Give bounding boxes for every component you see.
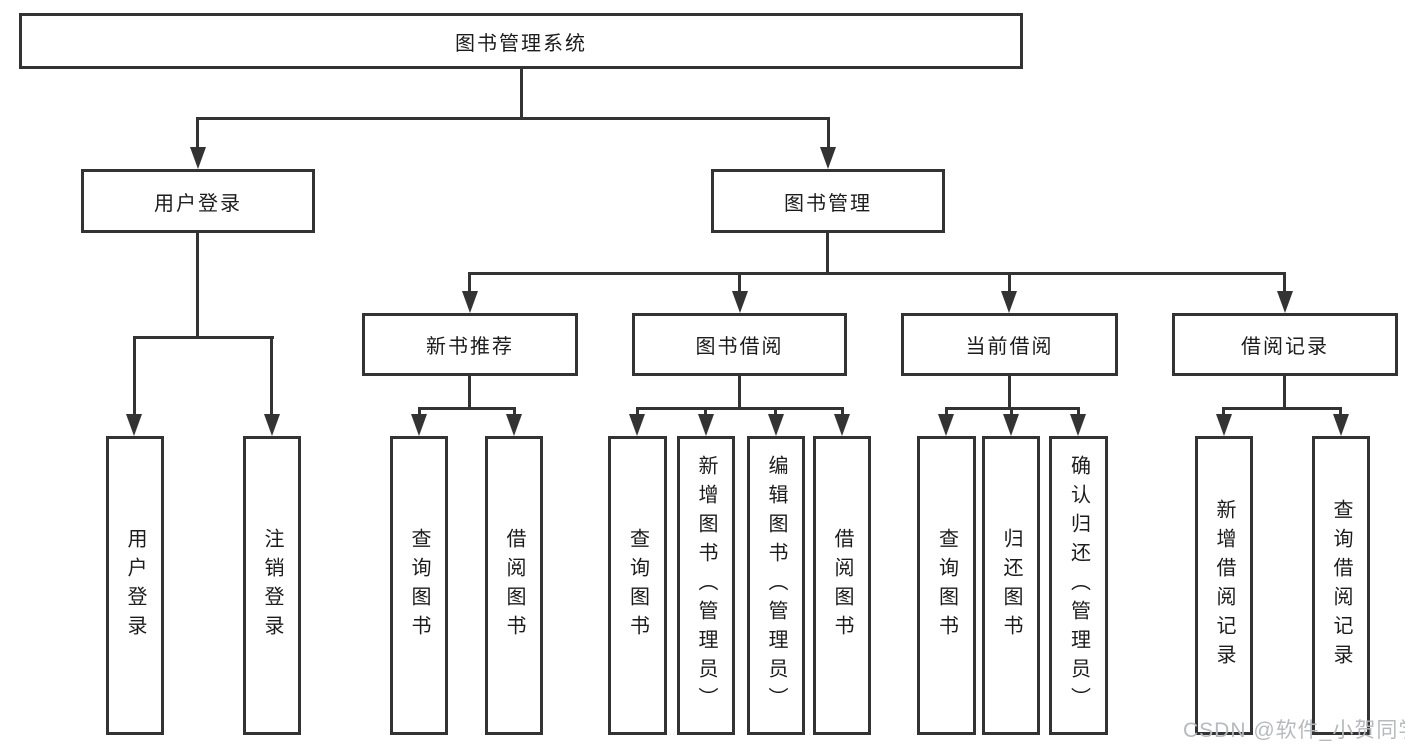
leaf-logout: 注销登录	[243, 436, 301, 735]
leaf-add-books-admin-label: 新增图书（管理员）	[695, 455, 717, 716]
connector-group1-rail	[418, 407, 516, 410]
arrowhead-g1-leaf2	[506, 414, 522, 436]
node-current-borrow: 当前借阅	[901, 313, 1118, 376]
connector-drop-g3-leaf1	[945, 407, 948, 416]
connector-drop-g1-leaf2	[513, 407, 516, 416]
connector-drop-leaf-logout	[270, 336, 273, 416]
arrowhead-g3-leaf3	[1070, 414, 1086, 436]
node-borrow-records: 借阅记录	[1172, 313, 1398, 376]
leaf-logout-label: 注销登录	[261, 527, 283, 644]
leaf-add-books-admin: 新增图书（管理员）	[677, 436, 735, 735]
connector-root-stem	[520, 69, 523, 118]
connector-level2-rail	[197, 117, 830, 120]
node-current-borrow-label: 当前借阅	[965, 336, 1054, 358]
arrowhead-new-book-recommend	[462, 291, 478, 313]
arrowhead-g1-leaf1	[411, 414, 427, 436]
arrowhead-g3-leaf2	[1003, 414, 1019, 436]
connector-drop-new-book-recommend	[468, 272, 471, 293]
leaf-query-books-2: 查询图书	[608, 436, 667, 735]
connector-group2-rail	[636, 407, 844, 410]
connector-drop-current-borrow	[1008, 272, 1011, 293]
connector-drop-g2-leaf4	[841, 407, 844, 416]
connector-user-login-rail	[133, 336, 274, 339]
leaf-query-books-1-label: 查询图书	[408, 527, 430, 644]
node-new-book-recommend: 新书推荐	[362, 313, 578, 376]
arrowhead-g2-leaf4	[834, 414, 850, 436]
leaf-query-books-3-label: 查询图书	[935, 527, 958, 644]
arrowhead-g4-leaf1	[1216, 414, 1232, 436]
connector-drop-g4-leaf2	[1339, 407, 1342, 416]
connector-drop-book-borrow	[738, 272, 741, 293]
connector-drop-borrow-records	[1283, 272, 1286, 293]
node-book-borrow-label: 图书借阅	[695, 336, 784, 358]
connector-drop-g2-leaf3	[774, 407, 777, 416]
arrowhead-g3-leaf1	[938, 414, 954, 436]
leaf-user-login-label: 用户登录	[124, 527, 146, 644]
connector-drop-g4-leaf1	[1222, 407, 1225, 416]
leaf-query-borrow-record: 查询借阅记录	[1312, 436, 1370, 735]
arrowhead-leaf-logout	[264, 414, 280, 436]
connector-drop-g1-leaf1	[418, 407, 421, 416]
node-borrow-records-label: 借阅记录	[1241, 336, 1329, 358]
node-new-book-recommend-label: 新书推荐	[426, 336, 514, 358]
node-user-login: 用户登录	[81, 169, 315, 233]
node-root: 图书管理系统	[19, 13, 1023, 69]
leaf-borrow-books-1: 借阅图书	[485, 436, 543, 735]
leaf-return-books: 归还图书	[982, 436, 1040, 735]
connector-book-management-stem	[826, 233, 829, 273]
leaf-edit-books-admin: 编辑图书（管理员）	[747, 436, 805, 735]
connector-group3-stem	[1008, 375, 1011, 408]
arrowhead-user-login	[190, 147, 206, 169]
leaf-add-borrow-record: 新增借阅记录	[1195, 436, 1253, 735]
node-book-borrow: 图书借阅	[632, 313, 847, 376]
leaf-query-books-2-label: 查询图书	[626, 527, 649, 644]
leaf-return-books-label: 归还图书	[1000, 527, 1022, 644]
leaf-edit-books-admin-label: 编辑图书（管理员）	[765, 455, 787, 716]
connector-group4-stem	[1283, 375, 1286, 408]
connector-drop-g3-leaf2	[1010, 407, 1013, 416]
arrowhead-g2-leaf1	[629, 414, 645, 436]
leaf-borrow-books-2: 借阅图书	[813, 436, 871, 735]
connector-drop-g2-leaf1	[636, 407, 639, 416]
connector-group4-rail	[1222, 407, 1342, 410]
arrowhead-g4-leaf2	[1333, 414, 1349, 436]
leaf-user-login: 用户登录	[106, 436, 164, 735]
node-book-management-label: 图书管理	[784, 192, 872, 215]
leaf-query-borrow-record-label: 查询借阅记录	[1330, 498, 1352, 673]
leaf-borrow-books-2-label: 借阅图书	[831, 527, 853, 644]
arrowhead-current-borrow	[1001, 291, 1017, 313]
connector-drop-user-login	[196, 117, 199, 149]
node-root-label: 图书管理系统	[455, 32, 587, 55]
connector-drop-leaf-user-login	[133, 336, 136, 416]
leaf-confirm-return-admin-label: 确认归还（管理员）	[1067, 455, 1090, 716]
connector-group2-stem	[738, 375, 741, 408]
arrowhead-book-management	[820, 147, 836, 169]
leaf-add-borrow-record-label: 新增借阅记录	[1213, 498, 1235, 673]
leaf-query-books-1: 查询图书	[390, 436, 448, 735]
connector-drop-g2-leaf2	[704, 407, 707, 416]
node-user-login-label: 用户登录	[154, 192, 242, 215]
connector-user-login-stem	[196, 233, 199, 337]
connector-drop-g3-leaf3	[1077, 407, 1080, 416]
arrowhead-leaf-user-login	[126, 414, 142, 436]
arrowhead-g2-leaf3	[768, 414, 784, 436]
leaf-query-books-3: 查询图书	[917, 436, 976, 735]
arrowhead-g2-leaf2	[698, 414, 714, 436]
connector-drop-book-management	[827, 117, 830, 149]
connector-level3-rail	[468, 272, 1286, 275]
leaf-borrow-books-1-label: 借阅图书	[503, 527, 525, 644]
node-book-management: 图书管理	[711, 169, 945, 233]
arrowhead-book-borrow	[732, 291, 748, 313]
connector-group1-stem	[468, 375, 471, 408]
csdn-watermark: CSDN @软件_小贺同学	[1183, 719, 1405, 742]
arrowhead-borrow-records	[1277, 291, 1293, 313]
leaf-confirm-return-admin: 确认归还（管理员）	[1049, 436, 1108, 735]
